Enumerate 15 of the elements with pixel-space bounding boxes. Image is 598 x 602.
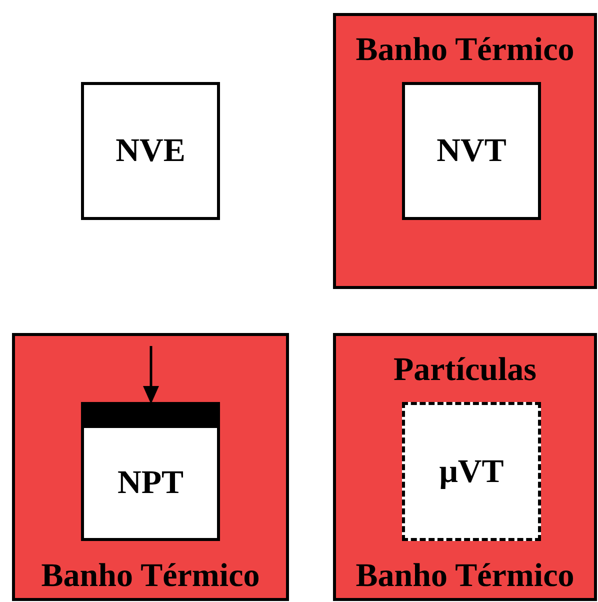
ensemble-label: NVE <box>116 132 186 171</box>
heat-bath-panel <box>333 333 597 601</box>
ensemble-box <box>81 402 220 541</box>
ensemble-box <box>402 82 541 220</box>
heat-bath-panel <box>12 333 289 601</box>
panel-heading: Banho Térmico <box>41 557 260 596</box>
ensemble-label: NVT <box>436 132 506 171</box>
ensemble-label: NPT <box>118 464 184 503</box>
ensemble-label: μVT <box>439 452 504 492</box>
panel-heading: Partículas <box>394 351 536 390</box>
ensemble-box <box>81 82 220 220</box>
heat-bath-panel <box>333 13 597 289</box>
panel-heading: Banho Térmico <box>356 557 574 596</box>
ensemble-box <box>402 402 541 541</box>
panel-heading: Banho Térmico <box>356 31 574 70</box>
